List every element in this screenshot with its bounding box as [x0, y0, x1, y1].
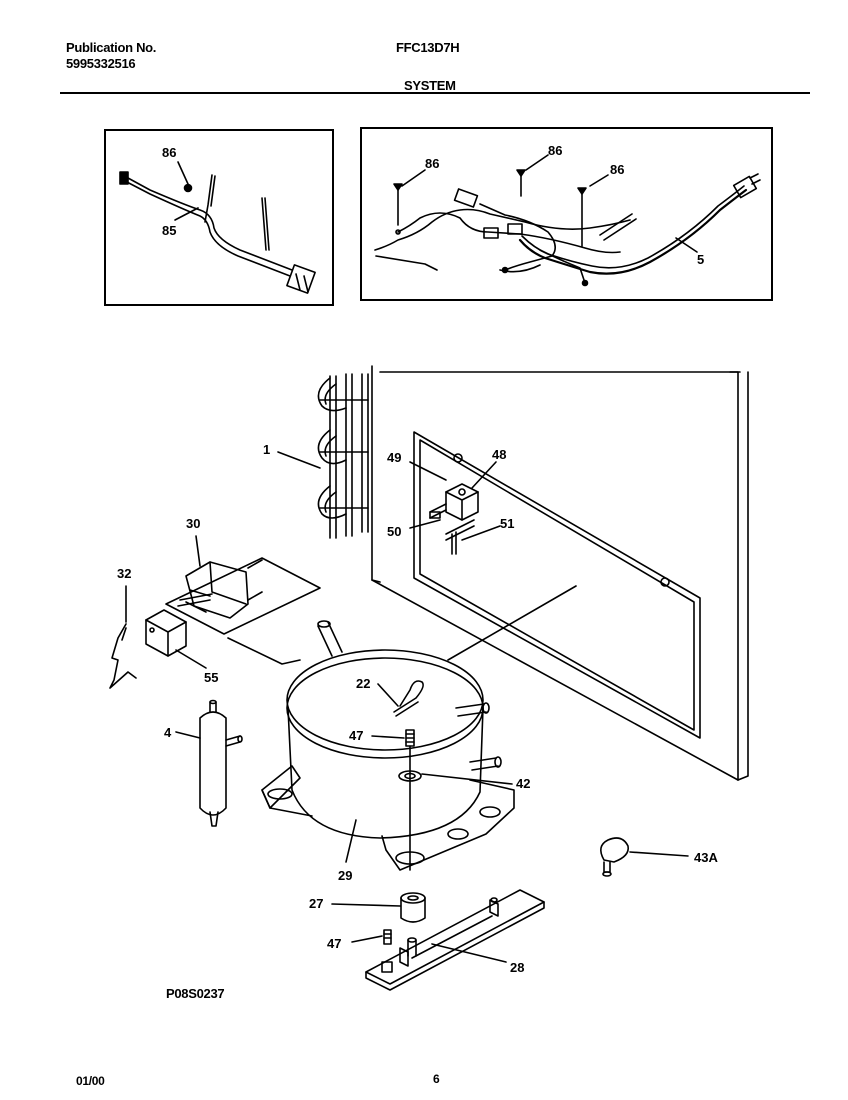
leader-22 [377, 683, 399, 707]
callout-50: 50 [387, 524, 401, 539]
leader-42 [421, 773, 513, 785]
footer-date: 01/00 [76, 1074, 105, 1088]
leader-86-b [401, 169, 426, 187]
leader-43a [629, 851, 689, 857]
leader-29 [345, 819, 357, 863]
cabinet-back [371, 365, 749, 781]
leader-51 [461, 525, 501, 541]
callout-27: 27 [309, 896, 323, 911]
cover-plate-edge [227, 637, 301, 665]
callout-30: 30 [186, 516, 200, 531]
leader-4 [175, 731, 201, 739]
callout-55: 55 [204, 670, 218, 685]
leader-86-d [589, 174, 609, 187]
wire-32 [109, 623, 137, 689]
filter-drier-4 [199, 699, 243, 827]
clamp-43a [600, 837, 630, 877]
thermal-overload-55 [145, 609, 187, 657]
leader-1 [277, 451, 321, 469]
callout-86-b: 86 [425, 156, 439, 171]
leader-50 [409, 519, 441, 529]
screw-47-lower [383, 929, 392, 945]
callout-47-b: 47 [327, 936, 341, 951]
model-number: FFC13D7H [396, 40, 460, 55]
callout-51: 51 [500, 516, 514, 531]
callout-85: 85 [162, 223, 176, 238]
compressor-29 [261, 620, 515, 871]
leader-27 [331, 903, 401, 907]
leader-48 [471, 461, 497, 489]
publication-number: 5995332516 [66, 56, 136, 71]
grommet-27 [400, 892, 426, 923]
leader-55 [175, 649, 207, 669]
leader-28 [431, 943, 507, 963]
callout-4: 4 [164, 725, 172, 740]
condenser-coil-1 [317, 373, 369, 539]
callout-29: 29 [338, 868, 352, 883]
wire-harness-panel-left [104, 129, 334, 306]
callout-42: 42 [516, 776, 530, 791]
callout-86-c: 86 [548, 143, 562, 158]
leader-47-b [351, 935, 383, 943]
callout-43a: 43A [694, 850, 718, 865]
leader-85 [174, 207, 199, 221]
callout-49: 49 [387, 450, 401, 465]
callout-5: 5 [697, 252, 704, 267]
callout-47-a: 47 [349, 728, 363, 743]
callout-48: 48 [492, 447, 506, 462]
clip-22 [393, 680, 424, 717]
mounting-bracket-28 [365, 889, 545, 991]
drawing-code: P08S0237 [166, 986, 225, 1001]
wire-harness-85 [119, 171, 316, 294]
leader-47-a [371, 735, 405, 739]
cover-plate-back [165, 557, 321, 635]
callout-28: 28 [510, 960, 524, 975]
publication-label: Publication No. [66, 40, 157, 55]
switch-assembly-48-51 [429, 483, 479, 555]
page-number: 6 [433, 1072, 440, 1086]
relay-30 [177, 559, 263, 619]
screws-86-right [393, 169, 587, 247]
section-title: SYSTEM [404, 78, 456, 93]
callout-22: 22 [356, 676, 370, 691]
leader-86-a [177, 161, 189, 185]
callout-1: 1 [263, 442, 270, 457]
callout-86-d: 86 [610, 162, 624, 177]
leader-30 [195, 535, 201, 567]
leader-49 [409, 461, 447, 481]
callout-32: 32 [117, 566, 131, 581]
leader-5 [675, 237, 698, 253]
screw-86-left [183, 183, 193, 193]
header-rule [60, 92, 810, 94]
wire-harness-5 [374, 173, 761, 287]
leader-86-c [525, 154, 549, 171]
screw-47-upper [405, 729, 415, 747]
callout-86-a: 86 [162, 145, 176, 160]
